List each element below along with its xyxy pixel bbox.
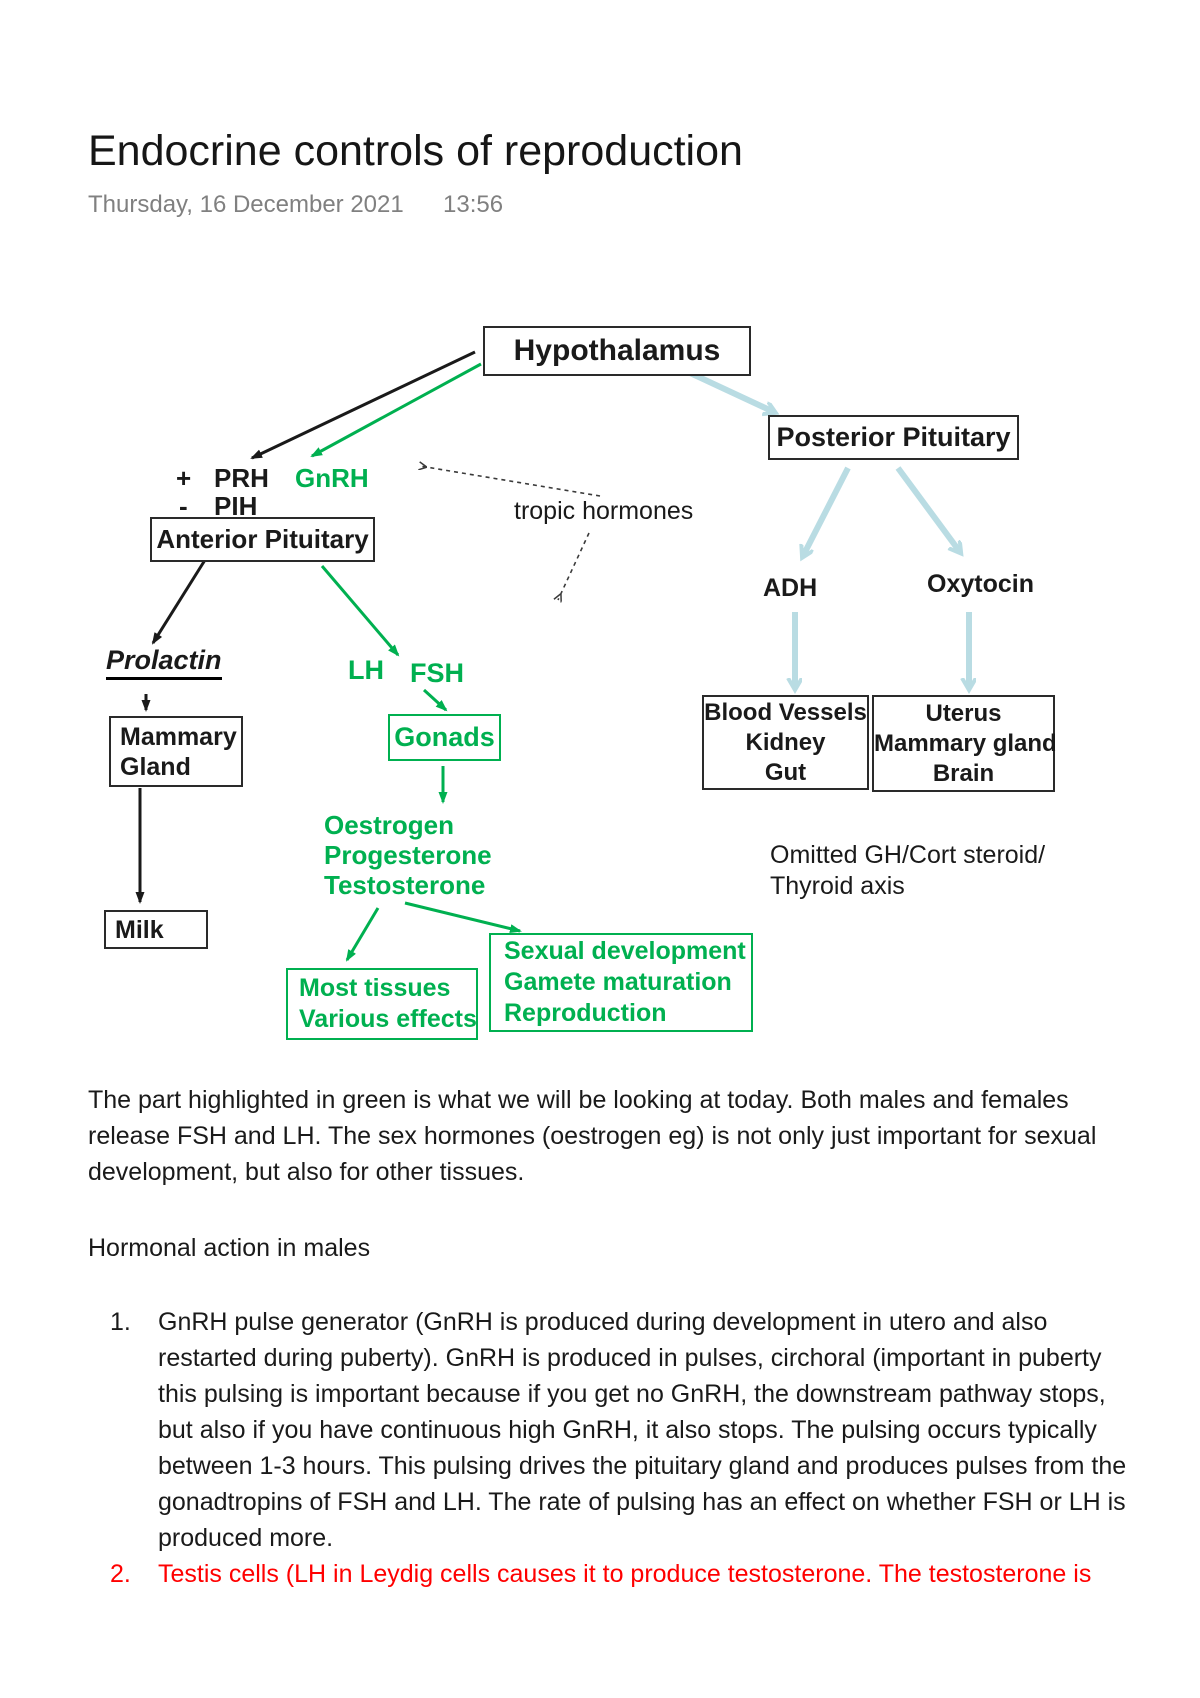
arrow-posterior-pituitary-to-adh — [803, 466, 851, 556]
list-item-line: GnRH pulse generator (GnRH is produced d… — [158, 1308, 1048, 1336]
list-item-line: restarted during puberty). GnRH is produ… — [158, 1344, 1102, 1372]
list-item-line: this pulsing is important because if you… — [158, 1380, 1106, 1408]
lh-label: LH — [348, 655, 384, 685]
gnrh-label: GnRH — [295, 463, 369, 493]
paragraph-line: The part highlighted in green is what we… — [88, 1086, 1069, 1114]
pih-minus-sign: - — [179, 491, 188, 521]
arrow-posterior-pituitary-to-oxytocin — [895, 466, 960, 552]
sexual-development-box: Sexual development Gamete maturation Rep… — [489, 933, 753, 1032]
paragraph-line: release FSH and LH. The sex hormones (oe… — [88, 1122, 1097, 1150]
pih-label: PIH — [214, 491, 258, 521]
list-item-line: but also if you have continuous high GnR… — [158, 1416, 1097, 1444]
list-item-1: 1. GnRH pulse generator (GnRH is produce… — [88, 1304, 1200, 1556]
hypothalamus-box: Hypothalamus — [483, 326, 751, 376]
dashed-arrow-tropic-hormones-down — [558, 532, 590, 600]
date-text: Thursday, 16 December 2021 — [88, 191, 404, 218]
omitted-note: Omitted GH/Cort steroid/ Thyroid axis — [770, 841, 1046, 900]
prolactin-label: Prolactin — [106, 645, 222, 680]
arrow-anterior-pituitary-to-prolactin — [151, 559, 207, 645]
arrow-anterior-pituitary-to-lh-fsh — [320, 565, 400, 657]
paragraph-line: development, but also for other tissues. — [88, 1158, 525, 1186]
date-line: Thursday, 16 December 2021 13:56 — [88, 191, 503, 219]
adh-label: ADH — [763, 574, 818, 602]
list-item-line: produced more. — [158, 1524, 334, 1552]
arrow-sex-hormones-to-sexual-development — [404, 901, 522, 934]
time-text: 13:56 — [443, 191, 504, 218]
milk-box: Milk — [104, 910, 208, 949]
mammary-gland-box: Mammary Gland — [109, 716, 243, 787]
arrow-hypothalamus-to-posterior-pituitary — [686, 369, 774, 412]
arrow-fsh-to-gonads — [422, 688, 448, 712]
prh-plus-sign: + — [176, 463, 192, 493]
sex-hormones-list: Oestrogen Progesterone Testosterone — [324, 810, 492, 900]
arrow-hypothalamus-to-gnrh — [310, 362, 482, 458]
tropic-hormones-label: tropic hormones — [514, 497, 694, 525]
oxytocin-label: Oxytocin — [927, 570, 1034, 598]
list-item-line: gonadtropins of FSH and LH. The rate of … — [158, 1488, 1126, 1516]
list-item-line: between 1-3 hours. This pulsing drives t… — [158, 1452, 1127, 1480]
posterior-pituitary-box: Posterior Pituitary — [768, 415, 1019, 460]
list-item-line: Testis cells (LH in Leydig cells causes … — [158, 1560, 1092, 1588]
blood-vessels-box: Blood Vessels Kidney Gut — [702, 695, 869, 790]
gonads-box: Gonads — [388, 714, 501, 761]
most-tissues-box: Most tissues Various effects — [286, 968, 478, 1040]
anterior-pituitary-box: Anterior Pituitary — [150, 517, 375, 562]
arrow-hypothalamus-to-prh — [250, 350, 476, 460]
uterus-box: Uterus Mammary gland Brain — [872, 695, 1057, 792]
list-item-2: 2. Testis cells (LH in Leydig cells caus… — [88, 1556, 1200, 1592]
page-title: Endocrine controls of reproduction — [88, 127, 743, 175]
paragraph-1: The part highlighted in green is what we… — [88, 1082, 1200, 1190]
dashed-arrow-tropic-hormones-up — [420, 466, 601, 497]
list-item-number: 2. — [110, 1560, 131, 1588]
fsh-label: FSH — [410, 658, 464, 688]
prh-label: PRH — [214, 463, 269, 493]
section-heading: Hormonal action in males — [88, 1234, 371, 1262]
arrow-sex-hormones-to-most-tissues — [345, 907, 380, 962]
list-item-number: 1. — [110, 1308, 131, 1336]
